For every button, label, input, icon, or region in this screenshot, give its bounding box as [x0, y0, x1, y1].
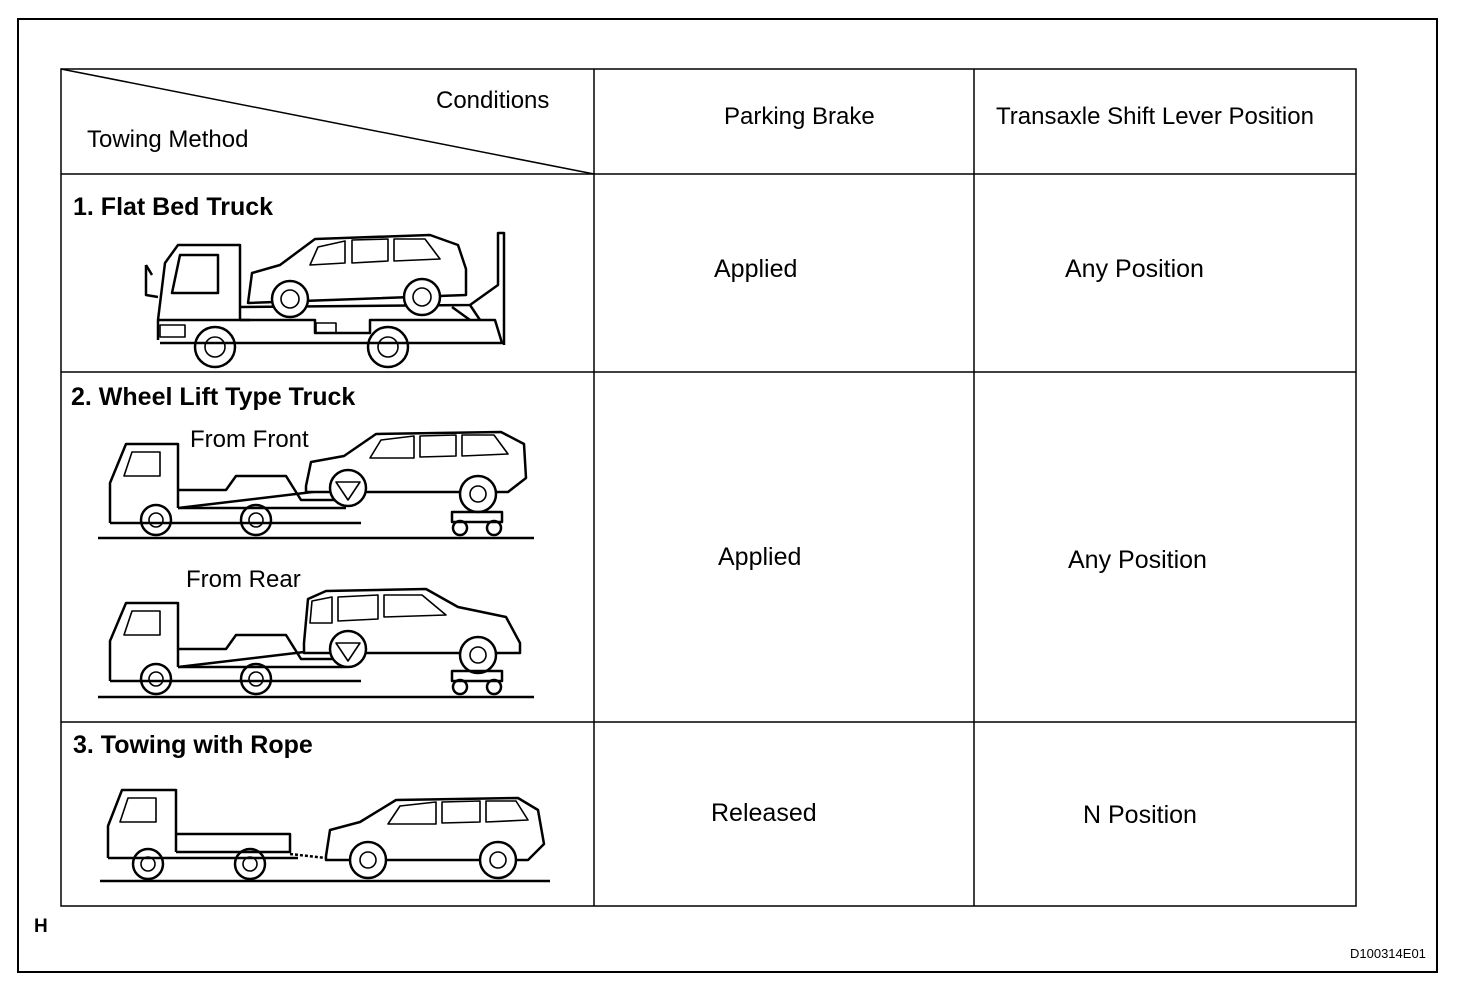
footer-mark: H — [34, 916, 48, 937]
header-parking-brake: Parking Brake — [724, 103, 875, 130]
row-2-from-rear: From Rear — [186, 566, 301, 593]
row-1-shift-lever: Any Position — [1065, 255, 1204, 283]
row-3-method: 3. Towing with Rope — [73, 731, 313, 759]
wheel-lift-truck-rear-icon — [98, 587, 534, 699]
wheel-lift-truck-front-icon — [98, 430, 534, 540]
row-2-from-front: From Front — [190, 426, 309, 453]
row-2-parking-brake: Applied — [718, 543, 802, 571]
figure-code: D100314E01 — [1350, 946, 1426, 961]
flat-bed-truck-icon — [144, 231, 506, 369]
header-conditions: Conditions — [436, 87, 550, 114]
page-frame — [17, 18, 1438, 973]
header-shift-lever: Transaxle Shift Lever Position — [996, 103, 1314, 130]
row-2-method: 2. Wheel Lift Type Truck — [71, 383, 356, 411]
row-1-parking-brake: Applied — [714, 255, 798, 283]
header-towing-method: Towing Method — [87, 126, 249, 153]
row-2-shift-lever: Any Position — [1068, 546, 1207, 574]
row-3-parking-brake: Released — [711, 799, 817, 827]
row-1-method: 1. Flat Bed Truck — [73, 193, 274, 221]
row-3-shift-lever: N Position — [1083, 801, 1197, 829]
rope-tow-icon — [100, 788, 550, 883]
